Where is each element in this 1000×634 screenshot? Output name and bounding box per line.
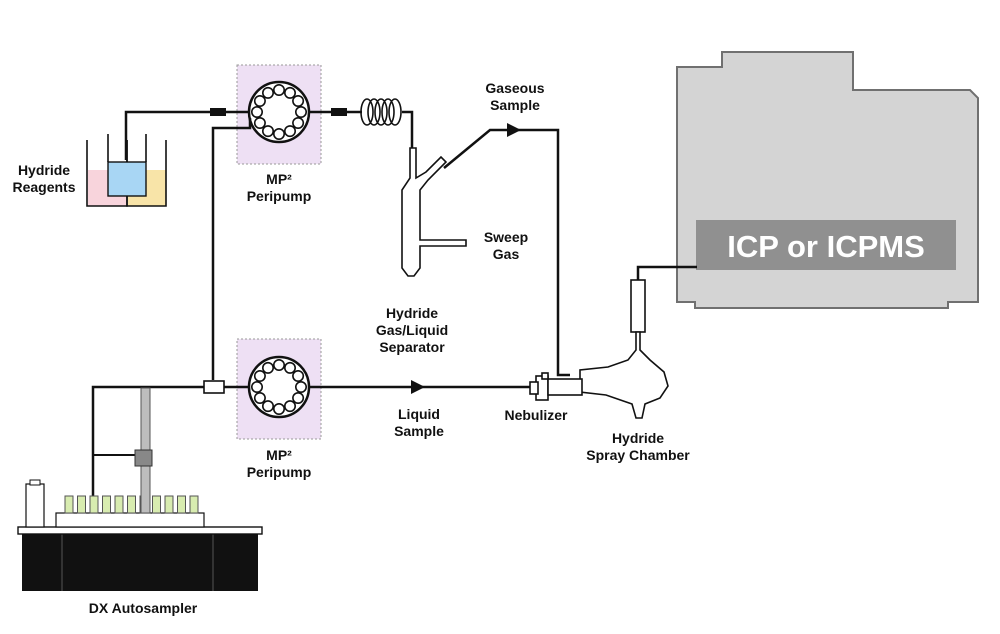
coil-loop [374, 98, 388, 126]
coil-loop [367, 98, 381, 126]
pump-roller [272, 84, 285, 97]
pump-top-label-line1: MP² [266, 171, 292, 187]
pump-roller [292, 369, 305, 382]
beaker-blue [107, 161, 147, 197]
dx-autosampler [17, 387, 263, 591]
nebulizer [529, 372, 583, 401]
sweep-gas-label-line1: Sweep [484, 229, 528, 245]
reagent-beakers [86, 134, 167, 207]
pump-roller [253, 369, 266, 382]
sample-vial [152, 495, 161, 514]
pump-roller [294, 380, 307, 393]
pump-roller [261, 400, 274, 413]
pump-top-label-line2: Peripump [247, 188, 312, 204]
pump-bottom-label-line1: MP² [266, 447, 292, 463]
sample-vial [64, 495, 74, 514]
torch-tube [630, 279, 646, 333]
gaseous-sample-label-line2: Sample [490, 97, 540, 113]
pump-roller [253, 95, 266, 108]
flow-arrow-liquid [411, 380, 425, 394]
pump-bottom-rollers [251, 358, 307, 415]
autosampler-carriage [134, 449, 153, 467]
sample-vial [77, 495, 86, 514]
pump-roller [251, 380, 264, 393]
coil-loop [360, 98, 374, 126]
sample-vial [189, 495, 199, 514]
peristaltic-pump-top [236, 64, 322, 165]
pump-roller [253, 391, 266, 404]
gaseous-sample-line [443, 128, 570, 377]
tee-connector [203, 380, 225, 394]
sample-vial [164, 495, 174, 514]
hydride-reagents-label-line2: Reagents [12, 179, 75, 195]
sample-vials [64, 495, 199, 514]
pump-roller [292, 391, 305, 404]
pump-roller [261, 361, 274, 374]
separator-label-line1: Hydride [386, 305, 438, 321]
liquid-sample-label-line1: Liquid [398, 406, 440, 422]
spray-chamber [579, 279, 669, 419]
tube-clamp-left [210, 108, 226, 116]
coil-loop [388, 98, 402, 126]
mixing-coil [360, 98, 402, 126]
pump-roller [272, 128, 285, 141]
pump-roller [253, 117, 266, 130]
spray-chamber-label-line1: Hydride [612, 430, 664, 446]
separator-label-line2: Gas/Liquid [376, 322, 448, 338]
flow-arrow-gaseous [507, 123, 521, 137]
pump-roller [261, 86, 274, 99]
pump-roller [283, 86, 296, 99]
peristaltic-pump-bottom [236, 338, 322, 440]
sample-vial [114, 495, 124, 514]
pump-roller [292, 95, 305, 108]
sample-vial [102, 495, 111, 514]
tube-clamp-right [331, 108, 347, 116]
sweep-gas-label-line2: Gas [493, 246, 520, 262]
separator-label-line3: Separator [379, 339, 445, 355]
sample-vial [89, 495, 99, 514]
pump-bottom-label-line2: Peripump [247, 464, 312, 480]
autosampler-rack [55, 512, 205, 528]
rinse-reservoir [25, 483, 45, 528]
sample-vial [127, 495, 136, 514]
spray-chamber-label-line2: Spray Chamber [586, 447, 690, 463]
tee-to-pump-top [211, 118, 252, 380]
pump-roller [261, 125, 274, 138]
pump-roller [283, 125, 296, 138]
liquid-sample-label-line2: Sample [394, 423, 444, 439]
icp-instrument: ICP or ICPMS [676, 51, 979, 309]
gas-liquid-separator [401, 147, 467, 277]
autosampler-deck [17, 526, 263, 535]
nebulizer-label: Nebulizer [504, 407, 568, 423]
pump-roller [272, 358, 285, 371]
pump-roller [283, 361, 296, 374]
reagent-line [124, 110, 249, 160]
pump-roller [294, 106, 307, 119]
instrument-label: ICP or ICPMS [727, 229, 925, 264]
instrument-banner [696, 220, 956, 270]
hydride-reagents-label-line1: Hydride [18, 162, 70, 178]
instrument-inlet-line [636, 265, 697, 280]
pump-roller [272, 402, 285, 415]
autosampler-base [22, 533, 258, 591]
autosampler-label: DX Autosampler [89, 600, 198, 616]
gaseous-sample-label-line1: Gaseous [485, 80, 544, 96]
pump-roller [251, 106, 264, 119]
pump-top-rollers [251, 84, 307, 141]
coil-loop [381, 98, 395, 126]
pump-roller [292, 117, 305, 130]
pump-roller [283, 400, 296, 413]
autosampler-to-tee [91, 385, 205, 500]
coil-to-separator [402, 110, 414, 148]
sample-vial [177, 495, 186, 514]
